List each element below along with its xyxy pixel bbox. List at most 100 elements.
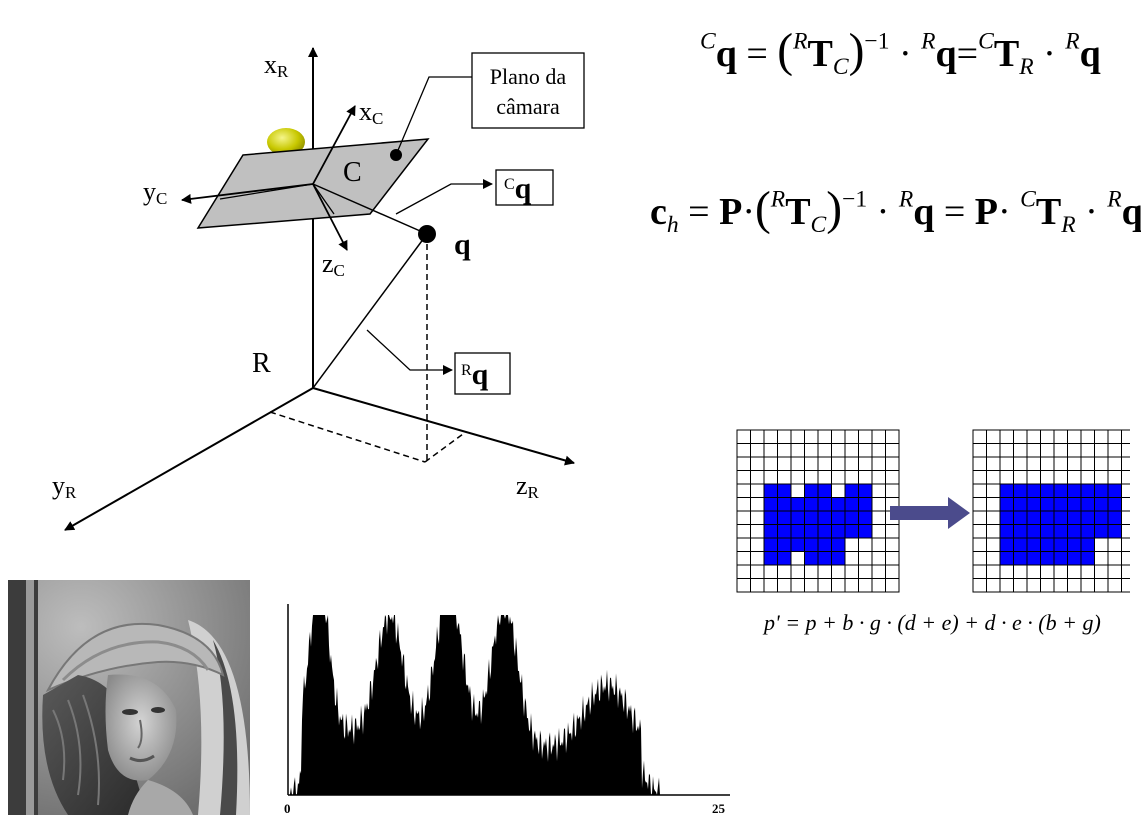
pixel-empty bbox=[885, 564, 900, 579]
pixel-empty bbox=[999, 429, 1014, 444]
pixel-filled bbox=[858, 510, 873, 525]
pixel-filled bbox=[790, 497, 805, 512]
pixel-empty bbox=[777, 443, 792, 458]
pixel-filled bbox=[1067, 537, 1082, 552]
histogram-tick-end: 25 bbox=[712, 801, 726, 815]
pixel-empty bbox=[1121, 537, 1130, 552]
pixel-filled bbox=[1094, 524, 1109, 539]
pixel-empty bbox=[777, 456, 792, 471]
pixel-empty bbox=[1094, 551, 1109, 566]
cq-vector bbox=[312, 183, 428, 235]
pixel-empty bbox=[763, 456, 778, 471]
pixel-empty bbox=[1013, 564, 1028, 579]
pixel-filled bbox=[1013, 551, 1028, 566]
pixel-empty bbox=[986, 470, 1001, 485]
pixel-filled bbox=[1040, 551, 1055, 566]
pixel-filled bbox=[1040, 497, 1055, 512]
pixel-filled bbox=[790, 510, 805, 525]
pixel-empty bbox=[858, 470, 873, 485]
pixel-empty bbox=[871, 429, 886, 444]
pixel-empty bbox=[1067, 456, 1082, 471]
plane-label-line1: Plano da bbox=[490, 64, 567, 89]
pixel-filled bbox=[817, 483, 832, 498]
point-q-label: q bbox=[454, 228, 471, 261]
zr-axis bbox=[312, 387, 575, 466]
pixel-empty bbox=[871, 564, 886, 579]
pixel-empty bbox=[1053, 470, 1068, 485]
pixel-empty bbox=[750, 443, 765, 458]
pixel-empty bbox=[986, 564, 1001, 579]
pixel-empty bbox=[986, 456, 1001, 471]
pixel-filled bbox=[1067, 551, 1082, 566]
pixel-empty bbox=[885, 470, 900, 485]
xc-label: xC bbox=[359, 97, 383, 128]
pixel-empty bbox=[1094, 429, 1109, 444]
pixel-empty bbox=[885, 524, 900, 539]
pixel-filled bbox=[1067, 524, 1082, 539]
pixel-filled bbox=[1013, 510, 1028, 525]
pixel-filled bbox=[1067, 497, 1082, 512]
pixel-empty bbox=[1121, 483, 1130, 498]
pixel-empty bbox=[1094, 456, 1109, 471]
pixel-empty bbox=[1107, 470, 1122, 485]
pixel-empty bbox=[750, 497, 765, 512]
pixel-empty bbox=[1053, 564, 1068, 579]
pixel-filled bbox=[790, 524, 805, 539]
transform-arrow-icon bbox=[948, 497, 970, 529]
pixel-empty bbox=[804, 429, 819, 444]
pixel-filled bbox=[1107, 524, 1122, 539]
pixel-empty bbox=[1040, 470, 1055, 485]
pixel-filled bbox=[999, 483, 1014, 498]
pixel-empty bbox=[999, 578, 1014, 593]
pixel-empty bbox=[1026, 456, 1041, 471]
pixel-empty bbox=[804, 470, 819, 485]
pixel-empty bbox=[844, 456, 859, 471]
cq-label: Cq bbox=[504, 172, 532, 205]
pixel-empty bbox=[972, 510, 987, 525]
pixel-filled bbox=[1080, 497, 1095, 512]
yc-label: yC bbox=[143, 177, 167, 208]
pixel-empty bbox=[831, 578, 846, 593]
pixel-filled bbox=[763, 551, 778, 566]
pixel-empty bbox=[858, 537, 873, 552]
pixel-empty bbox=[1040, 564, 1055, 579]
pixel-empty bbox=[1013, 429, 1028, 444]
pixel-empty bbox=[1121, 551, 1130, 566]
pixel-empty bbox=[736, 429, 751, 444]
pixel-empty bbox=[1040, 578, 1055, 593]
pixel-empty bbox=[1067, 578, 1082, 593]
pixel-empty bbox=[1080, 429, 1095, 444]
pixel-filled bbox=[804, 497, 819, 512]
frame-diagram: Plano da câmara Cq Rq xR xC yC zC yR zR … bbox=[52, 47, 585, 531]
pixel-filled bbox=[1026, 524, 1041, 539]
xc-axis bbox=[312, 105, 356, 185]
pixel-empty bbox=[1107, 578, 1122, 593]
pixel-filled bbox=[817, 497, 832, 512]
pixel-filled bbox=[1080, 510, 1095, 525]
pixel-empty bbox=[858, 443, 873, 458]
pixel-empty bbox=[871, 497, 886, 512]
pixel-filled bbox=[1094, 497, 1109, 512]
pixel-filled bbox=[844, 524, 859, 539]
pixel-empty bbox=[1040, 456, 1055, 471]
pixel-empty bbox=[972, 524, 987, 539]
projection-dash-1 bbox=[269, 411, 426, 463]
pixel-empty bbox=[736, 483, 751, 498]
pixel-empty bbox=[871, 510, 886, 525]
pixel-empty bbox=[1067, 429, 1082, 444]
pixel-filled bbox=[763, 537, 778, 552]
pixel-filled bbox=[1080, 524, 1095, 539]
pixel-filled bbox=[1026, 483, 1041, 498]
pixel-empty bbox=[817, 443, 832, 458]
pixel-empty bbox=[871, 551, 886, 566]
pixel-grid-after bbox=[972, 429, 1130, 593]
pixel-empty bbox=[999, 456, 1014, 471]
pixel-empty bbox=[885, 443, 900, 458]
pixel-empty bbox=[736, 524, 751, 539]
origin-label: R bbox=[252, 348, 271, 379]
pixel-empty bbox=[790, 564, 805, 579]
cq-label-box bbox=[495, 169, 554, 206]
pixel-empty bbox=[999, 564, 1014, 579]
pixel-filled bbox=[777, 510, 792, 525]
pixel-empty bbox=[1080, 470, 1095, 485]
